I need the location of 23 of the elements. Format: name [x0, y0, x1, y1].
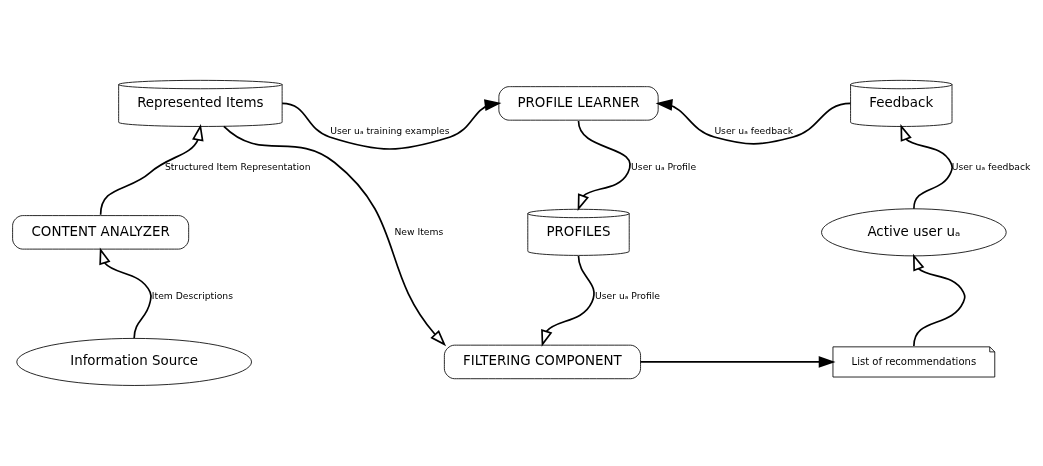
arrow: [577, 120, 631, 211]
node-ellipse: Information Source: [16, 337, 252, 386]
edge-label: New Items: [394, 225, 444, 237]
node-box: FILTERING COMPONENT: [443, 344, 641, 380]
node-ellipse: Active user uₐ: [821, 208, 1007, 257]
arrow: [900, 124, 953, 210]
arrow: [99, 123, 204, 216]
edge-label: Item Descriptions: [151, 290, 234, 302]
node-box: CONTENT ANALYZER: [12, 215, 190, 250]
edge-label: User uₐ Profile: [595, 290, 661, 302]
arrow: [913, 253, 966, 347]
edge-label: User uₐ feedback: [951, 160, 1031, 172]
arrow: [223, 125, 447, 347]
edge-label: User uₐ training examples: [330, 125, 450, 137]
arrow: [99, 247, 152, 340]
arrow: [281, 99, 502, 150]
node-box: PROFILE LEARNER: [498, 86, 659, 121]
edge-label: Structured Item Representation: [164, 160, 311, 172]
edge-label: User uₐ Profile: [631, 160, 697, 172]
edge-label: User uₐ feedback: [714, 125, 794, 137]
arrow: [541, 255, 595, 347]
arrow: [639, 356, 836, 368]
arrow: [655, 99, 852, 145]
